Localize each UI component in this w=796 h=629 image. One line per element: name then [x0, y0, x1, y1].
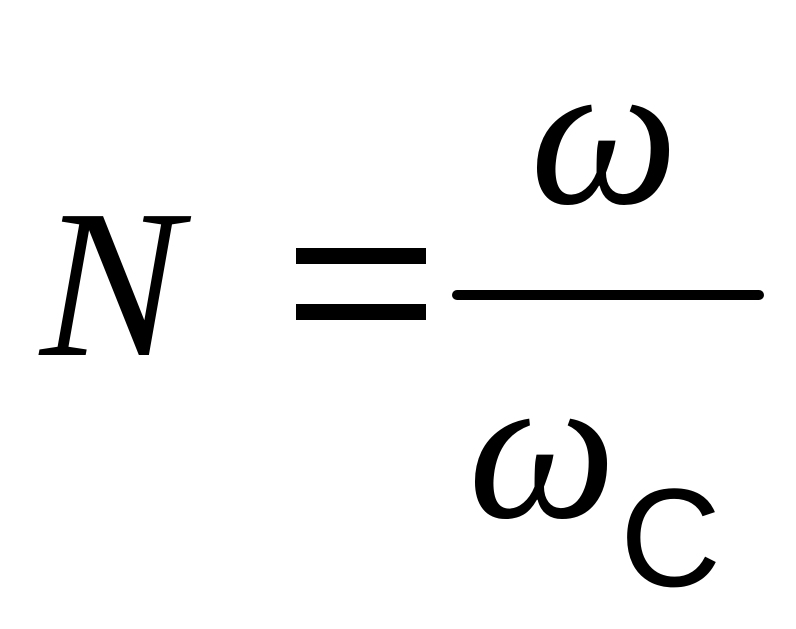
denominator-omega: ω	[468, 331, 617, 563]
numerator-omega: ω	[530, 17, 679, 249]
variable-n: N	[40, 166, 182, 401]
fraction-bar	[452, 290, 764, 300]
equals-sign-bottom-bar	[296, 304, 426, 320]
equals-sign-top-bar	[296, 248, 426, 264]
denominator-subscript: C	[620, 459, 722, 616]
